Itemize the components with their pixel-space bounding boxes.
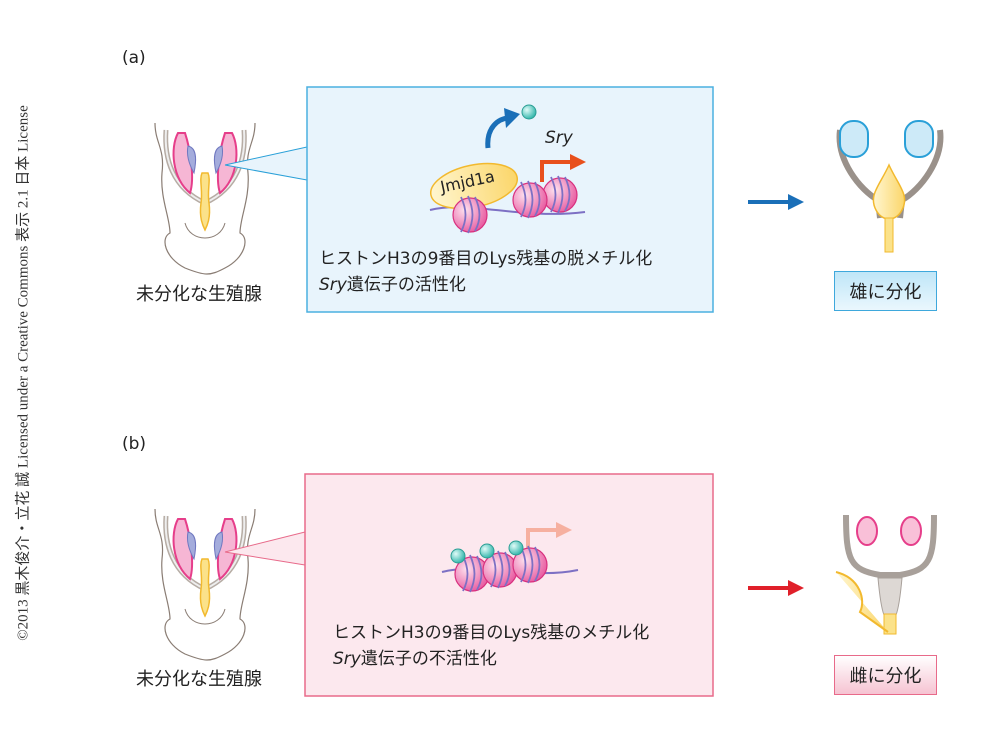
methyl-group	[521, 104, 537, 120]
box-b-text: ヒストンH3の9番目のLys残基のメチル化 Sry遺伝子の不活性化	[333, 623, 650, 669]
male-organs	[836, 120, 944, 253]
result-female: 雌に分化	[834, 655, 937, 695]
sry-label: Sry	[545, 128, 573, 148]
box-a	[306, 86, 714, 313]
arrow-a	[788, 194, 804, 210]
gonad-caption-a: 未分化な生殖腺	[136, 284, 262, 305]
gonad-caption-b: 未分化な生殖腺	[136, 669, 262, 690]
gonad-illustration-b	[155, 509, 255, 660]
gonad-illustration-a	[155, 123, 255, 274]
panel-label-b: (b)	[122, 434, 147, 454]
panel-label-a: (a)	[122, 48, 146, 68]
box-a-text: ヒストンH3の9番目のLys残基の脱メチル化 Sry遺伝子の活性化	[319, 249, 653, 295]
female-organs	[835, 514, 937, 635]
result-male: 雄に分化	[834, 271, 937, 311]
sry-inactive-arrow	[556, 522, 572, 538]
sry-active-arrow	[570, 154, 586, 170]
arrow-b	[788, 580, 804, 596]
